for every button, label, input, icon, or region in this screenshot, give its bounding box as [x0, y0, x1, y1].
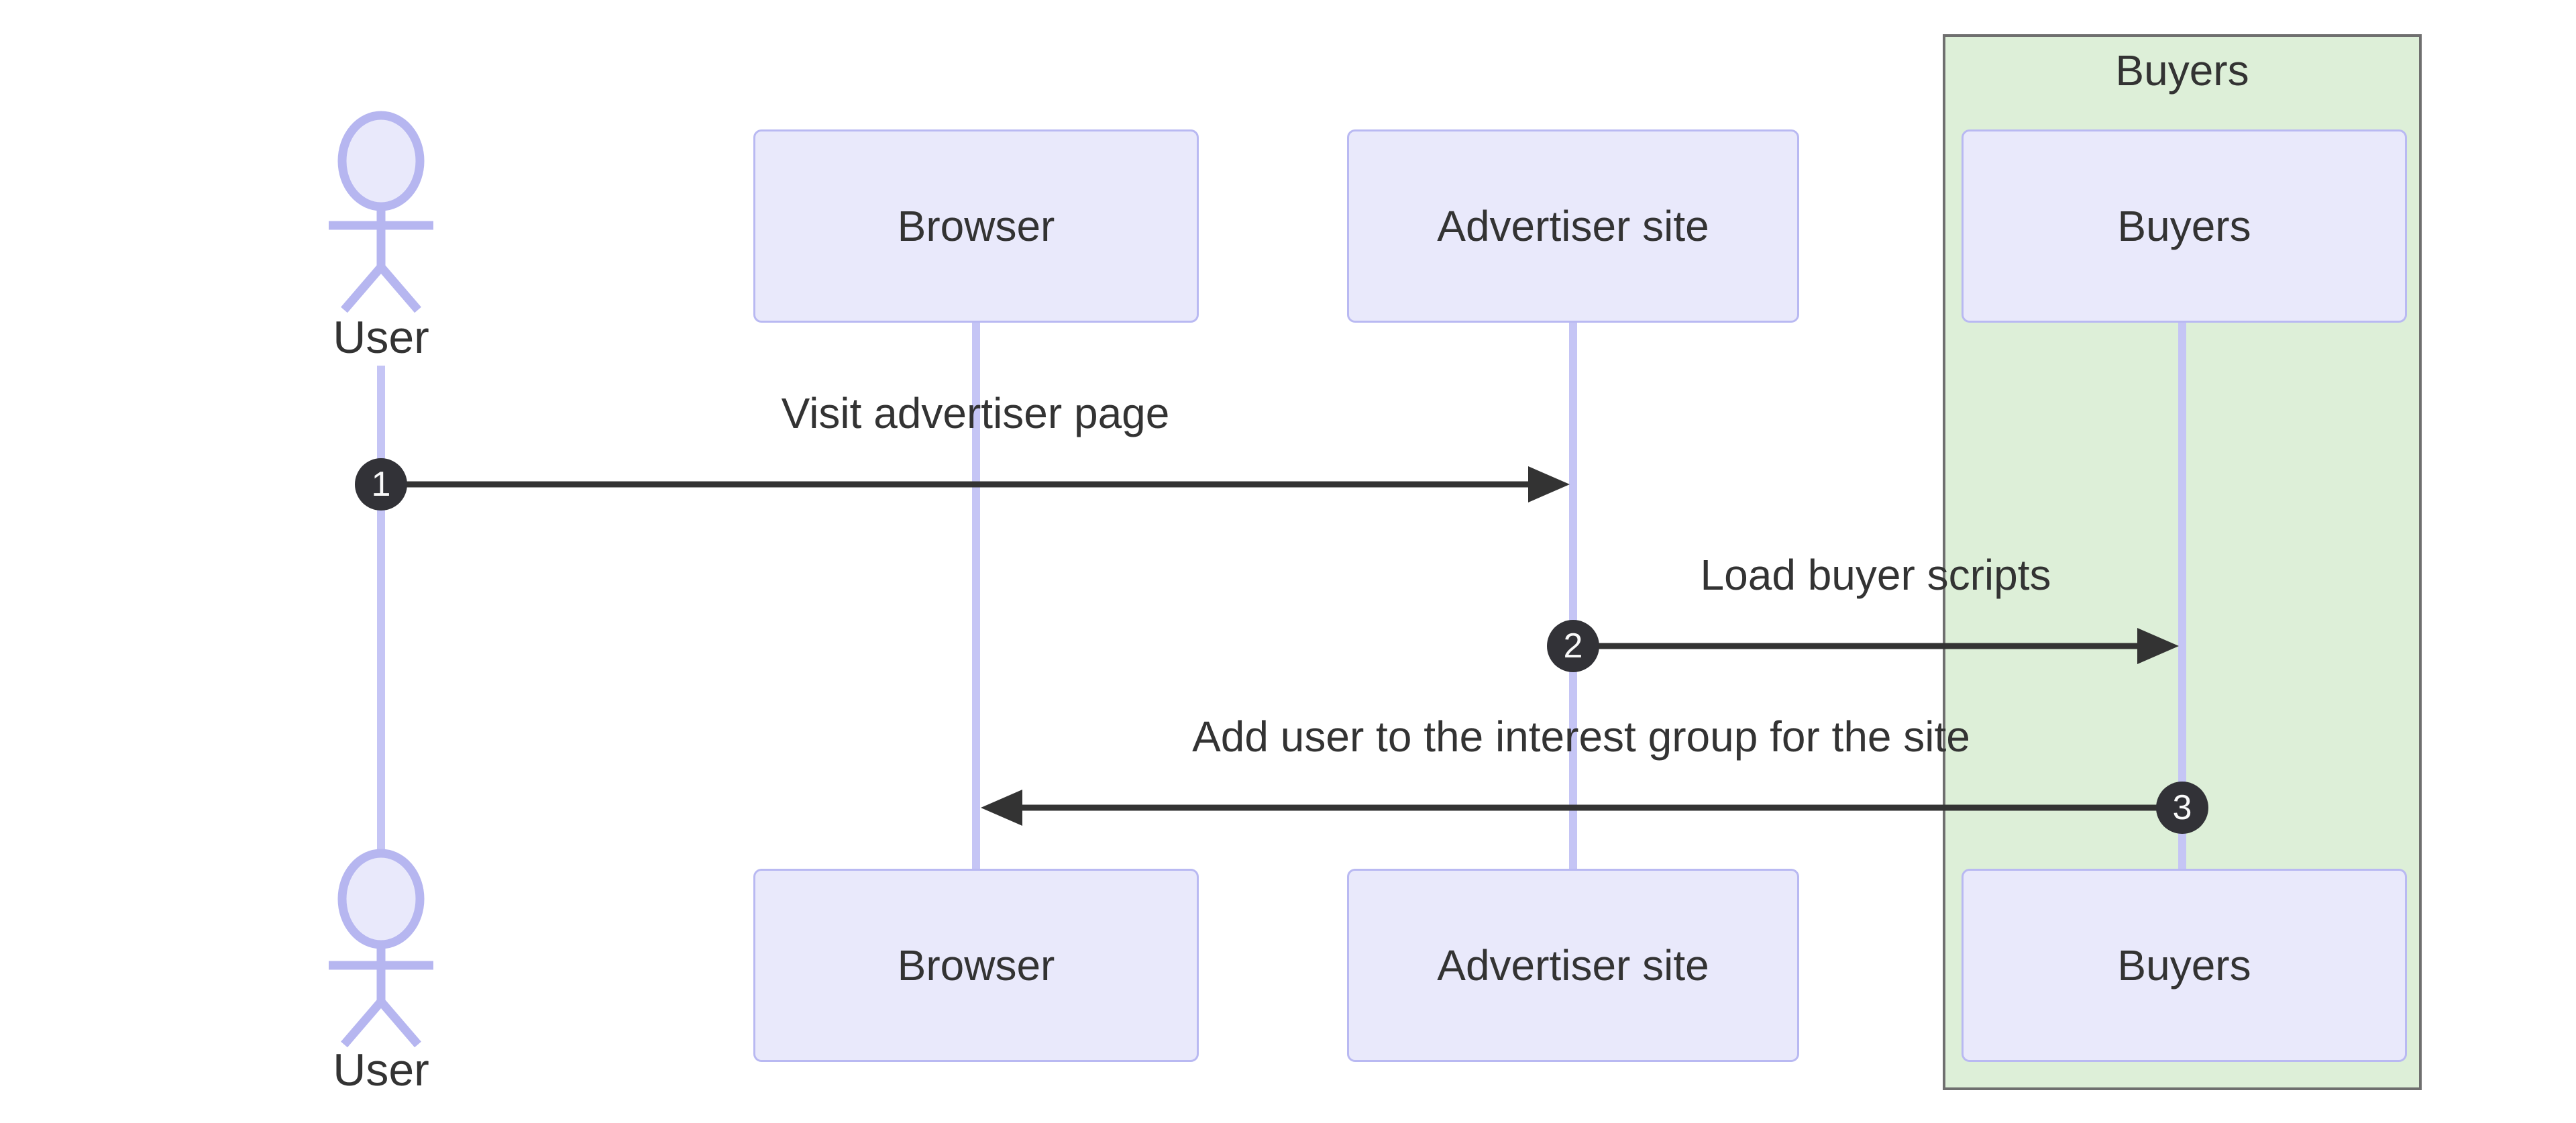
participant-box-buyers-top: Buyers — [1962, 129, 2407, 323]
message-1-label: Visit advertiser page — [781, 389, 1170, 437]
group-title: Buyers — [2115, 46, 2249, 95]
participant-box-browser-top: Browser — [753, 129, 1199, 323]
actor-label-user-bottom: User — [333, 1045, 429, 1095]
lifeline-buyers — [2178, 323, 2186, 869]
actor-figure-top-icon — [329, 111, 433, 313]
participant-label: Advertiser site — [1437, 941, 1709, 990]
message-3-label: Add user to the interest group for the s… — [1192, 712, 1970, 761]
participant-box-browser-bottom: Browser — [753, 869, 1199, 1062]
participant-box-advertiser-top: Advertiser site — [1347, 129, 1799, 323]
message-3-number-badge: 3 — [2156, 782, 2208, 834]
actor-label-user-top: User — [333, 312, 429, 363]
actor-figure-bottom-icon — [329, 849, 433, 1048]
participant-label: Advertiser site — [1437, 202, 1709, 250]
message-2-number-badge: 2 — [1547, 620, 1599, 672]
participant-label: Browser — [897, 941, 1055, 990]
participant-label: Buyers — [2117, 202, 2251, 250]
lifeline-advertiser — [1569, 323, 1577, 869]
lifeline-user — [377, 366, 385, 853]
participant-label: Browser — [897, 202, 1055, 250]
participant-label: Buyers — [2117, 941, 2251, 990]
badge-number: 1 — [371, 465, 391, 504]
badge-number: 2 — [1563, 627, 1583, 665]
participant-box-advertiser-bottom: Advertiser site — [1347, 869, 1799, 1062]
message-1-number-badge: 1 — [355, 458, 407, 511]
participant-box-buyers-bottom: Buyers — [1962, 869, 2407, 1062]
badge-number: 3 — [2172, 788, 2192, 827]
lifeline-browser — [972, 323, 980, 869]
message-2-label: Load buyer scripts — [1700, 551, 2051, 599]
